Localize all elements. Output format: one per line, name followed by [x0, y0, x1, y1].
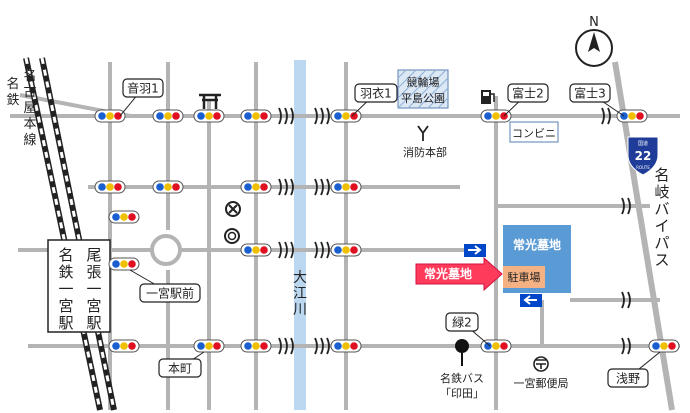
- station-label: 尾張一宮駅名鉄一宮駅: [58, 246, 101, 332]
- north-label: N: [589, 15, 599, 30]
- arrow-left-icon: [520, 294, 542, 307]
- river-label: 大江川: [293, 270, 307, 318]
- intersection-label-asano: 浅野: [607, 351, 661, 388]
- parking-label: 駐車場: [508, 270, 541, 284]
- traffic-light: [94, 109, 126, 123]
- traffic-light: [240, 180, 272, 194]
- park-hirashima: 競輪場 平島公園: [397, 69, 449, 109]
- gas-station-icon: [481, 90, 495, 104]
- intersection-name: 音羽1: [127, 81, 159, 96]
- intersection-name: 羽衣1: [360, 86, 392, 101]
- cemetery-block: 常光墓地 駐車場: [503, 225, 571, 293]
- traffic-light: [193, 109, 225, 123]
- intersection-label-midori2: 緑2: [445, 312, 491, 347]
- traffic-light: [152, 109, 184, 123]
- bus-stop-label-line2: 「印田」: [440, 387, 484, 400]
- traffic-light: [240, 109, 272, 123]
- bus-stop-icon: [455, 339, 469, 366]
- route-22-shield: 国道 22 ROUTE: [627, 136, 659, 176]
- traffic-light: [108, 257, 140, 271]
- bus-stop-label-line1: 名鉄バス: [440, 371, 484, 385]
- convenience-store-label: コンビニ: [512, 127, 556, 140]
- traffic-light: [193, 339, 225, 353]
- intersection-name: 本町: [168, 362, 192, 376]
- park-label-line1: 競輪場: [407, 75, 440, 89]
- traffic-light: [616, 109, 648, 123]
- fire-dept-label: 消防本部: [403, 145, 447, 159]
- torii-icon: [199, 93, 221, 109]
- police-icon: [225, 201, 241, 217]
- traffic-light: [240, 243, 272, 257]
- traffic-light: [330, 339, 362, 353]
- roundabout: [150, 234, 182, 266]
- railway-line-label: 名鉄名古屋本線: [6, 68, 36, 148]
- route-shield-top: 国道: [638, 140, 648, 147]
- traffic-light: [330, 109, 362, 123]
- river-ookawa: [294, 60, 306, 410]
- intersection-name: 富士3: [574, 86, 606, 101]
- traffic-light: [648, 339, 680, 353]
- traffic-light: [94, 180, 126, 194]
- destination-callout: 常光墓地: [415, 256, 503, 292]
- intersection-name: 富士2: [512, 86, 544, 101]
- route-shield-bottom: ROUTE: [636, 165, 650, 170]
- traffic-light: [330, 180, 362, 194]
- convenience-store-box: [509, 121, 559, 143]
- intersection-label-hagoromo1: 羽衣1: [351, 83, 398, 117]
- intersection-name: 一宮駅前: [146, 286, 194, 301]
- park-label-line2: 平島公園: [401, 91, 445, 105]
- road-gap-marks: [278, 107, 631, 355]
- traffic-light: [108, 210, 140, 224]
- route-number: 22: [635, 149, 652, 163]
- railway-tracks: [23, 57, 117, 411]
- intersection-label-otowa1: 音羽1: [119, 78, 164, 117]
- traffic-light: [108, 339, 140, 353]
- post-office-icon: [533, 356, 549, 372]
- arrow-right-icon: [464, 244, 486, 257]
- traffic-lights: [94, 109, 680, 353]
- intersection-label-fuji2: 富士2: [503, 83, 549, 117]
- parking-box: [503, 266, 545, 288]
- cemetery-label: 常光墓地: [513, 237, 561, 252]
- callout-label: 常光墓地: [424, 266, 472, 281]
- intersection-label-ichinomiya_ekimae: 一宮駅前: [129, 269, 201, 303]
- school-icon: [224, 228, 240, 244]
- north-arrow-icon: N: [575, 15, 613, 67]
- station-box: [47, 239, 111, 333]
- traffic-light: [240, 339, 272, 353]
- post-office-label: 一宮郵便局: [514, 376, 569, 390]
- traffic-light: [480, 339, 512, 353]
- intersection-label-honmachi: 本町: [158, 351, 205, 378]
- traffic-light: [480, 109, 512, 123]
- traffic-light: [330, 243, 362, 257]
- fire-dept-icon: [417, 125, 429, 141]
- bypass-label: 名岐バイパス: [654, 166, 669, 269]
- intersection-name: 緑2: [452, 315, 472, 330]
- traffic-light: [152, 180, 184, 194]
- intersection-name: 浅野: [616, 372, 640, 386]
- intersection-label-fuji3: 富士3: [569, 83, 625, 117]
